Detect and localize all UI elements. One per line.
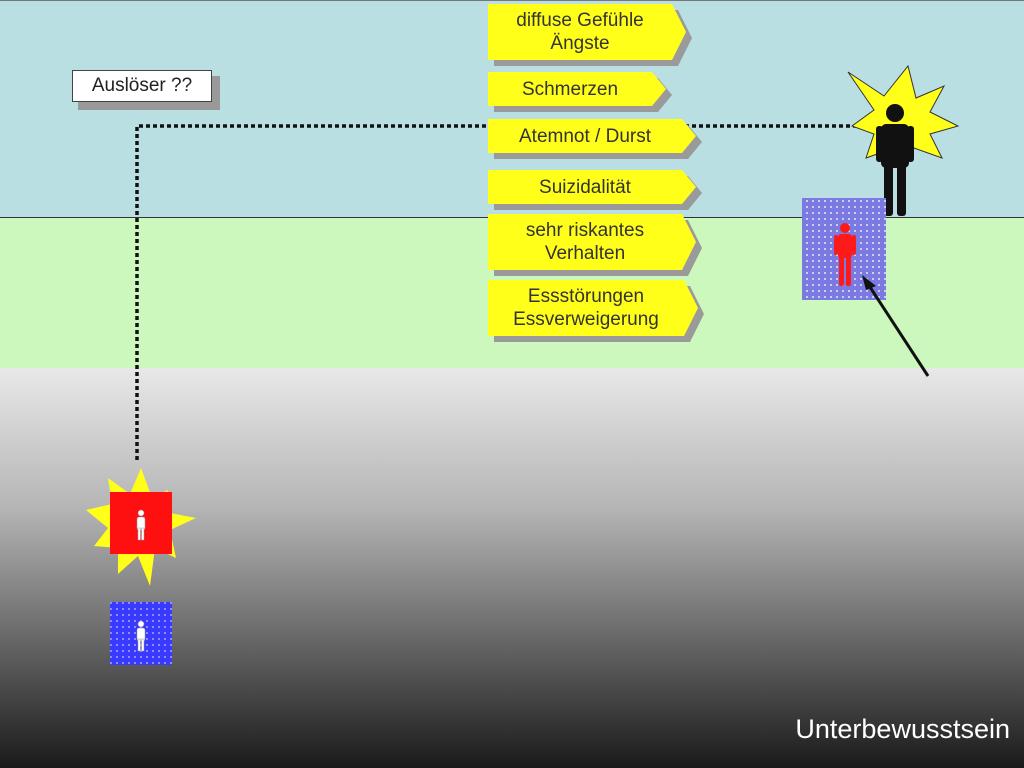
symptom-line: diffuse Gefühle (516, 10, 644, 31)
symptom-tag-eating: Essstörungen Essverweigerung (488, 280, 698, 336)
symptom-line: Atemnot / Durst (519, 125, 651, 147)
subconscious-band (0, 368, 1024, 768)
person-icon (136, 509, 146, 541)
symptom-line: Ängste (550, 33, 610, 54)
person-icon (834, 223, 856, 286)
arrow-head (862, 275, 876, 290)
symptom-line: Essverweigerung (513, 309, 659, 330)
symptom-line: Schmerzen (521, 78, 619, 100)
symptom-line: Verhalten (544, 243, 626, 264)
person-icon (136, 620, 146, 652)
symptom-tag-risky-behavior: sehr riskantes Verhalten (488, 214, 696, 270)
symptom-tag-breath: Atemnot / Durst (488, 119, 696, 153)
trigger-label: Auslöser ?? (91, 75, 193, 96)
arrow-icon (866, 283, 930, 377)
symptom-line: sehr riskantes (525, 220, 645, 241)
symptom-line: Suizidalität (539, 176, 631, 198)
symptom-tag-suicidality: Suizidalität (488, 170, 696, 204)
trigger-box: Auslöser ?? (72, 70, 212, 102)
symptom-tag-feelings: diffuse Gefühle Ängste (488, 4, 686, 60)
person-icon (876, 104, 914, 216)
symptom-tag-pain: Schmerzen (488, 72, 666, 106)
symptom-line: Essstörungen (527, 286, 645, 307)
subconscious-caption: Unterbewusstsein (795, 714, 1010, 744)
